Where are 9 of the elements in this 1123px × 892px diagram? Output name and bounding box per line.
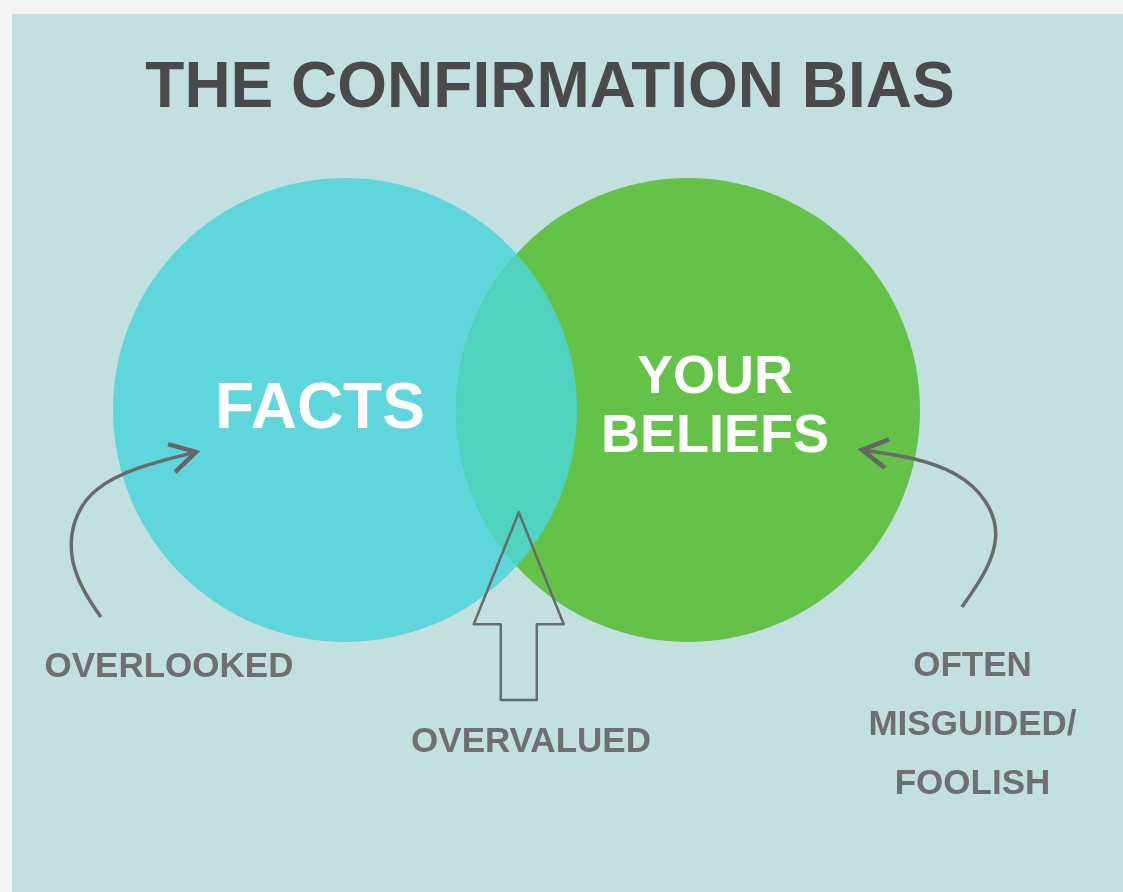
curved-arrow [859,437,998,608]
title: THE CONFIRMATION BIAS [144,48,956,122]
callout-label: OVERVALUED [410,720,652,761]
circle-label: FACTS [214,370,426,444]
block-arrow [472,511,565,702]
curved-arrow [69,441,199,618]
callout-label: OVERLOOKED [43,645,295,686]
circle-label: YOUR BELIEFS [600,345,830,464]
callout-label: OFTEN MISGUIDED/ FOOLISH [867,643,1078,803]
